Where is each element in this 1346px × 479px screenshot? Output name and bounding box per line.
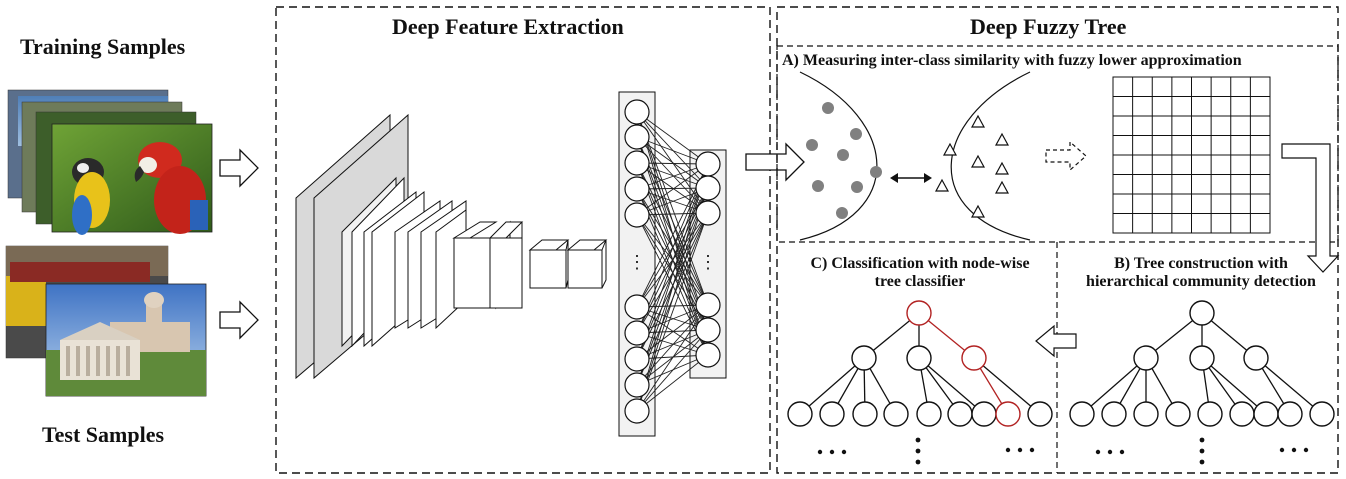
matrix-to-tree-arrow	[1281, 143, 1340, 273]
neuron	[695, 342, 721, 368]
tree-leaf-node	[852, 401, 878, 427]
classifier-tree	[787, 300, 1053, 427]
neuron	[624, 176, 650, 202]
training-samples-label: Training Samples	[20, 34, 186, 59]
tree-leaf-node	[1229, 401, 1255, 427]
tree-leaf-node	[819, 401, 845, 427]
input-arrow-training	[219, 148, 259, 188]
tree-leaf-node	[1069, 401, 1095, 427]
similarity-arrow	[890, 173, 932, 183]
tree-node	[1243, 345, 1269, 371]
tree-leaf-node	[1253, 401, 1279, 427]
feature-extraction-title: Deep Feature Extraction	[392, 14, 624, 39]
class-b-region	[934, 71, 1031, 241]
neuron	[695, 292, 721, 318]
neuron	[624, 372, 650, 398]
tree-leaf-node	[1197, 401, 1223, 427]
tree-leaf-node	[971, 401, 997, 427]
neuron	[695, 151, 721, 177]
step-c-line1: C) Classification with node-wise	[810, 255, 1030, 272]
tree-leaf-node	[1309, 401, 1335, 427]
step-b-line2: hierarchical community detection	[1086, 273, 1316, 290]
step-c-line2: tree classifier	[874, 273, 966, 290]
dashed-arrow-to-matrix	[1045, 140, 1087, 172]
neuron	[624, 124, 650, 150]
neuron	[624, 320, 650, 346]
training-images	[7, 89, 213, 235]
tree-leaf-node	[883, 401, 909, 427]
tree-node	[851, 345, 877, 371]
step-a-box	[776, 45, 1339, 243]
neuron	[624, 398, 650, 424]
tree-root-node	[906, 300, 932, 326]
tree-leaf-node	[1027, 401, 1053, 427]
step-a-label: A) Measuring inter-class similarity with…	[782, 52, 1242, 69]
test-samples-label: Test Samples	[42, 422, 165, 447]
capitol-image	[45, 283, 207, 397]
neuron	[695, 200, 721, 226]
tree-node	[961, 345, 987, 371]
neuron	[624, 202, 650, 228]
neuron	[624, 99, 650, 125]
step-c-label: C) Classification with node-wise tree cl…	[784, 255, 1056, 291]
parrot-image	[51, 123, 213, 235]
tree-leaf-node	[995, 401, 1021, 427]
similarity-matrix	[1112, 76, 1271, 234]
input-arrow-test	[219, 300, 259, 340]
neuron	[624, 150, 650, 176]
step-b-label: B) Tree construction with hierarchical c…	[1062, 255, 1340, 291]
tree-leaf-node	[787, 401, 813, 427]
svg-text:⋮: ⋮	[628, 252, 646, 272]
step-b-line1: B) Tree construction with	[1114, 255, 1288, 272]
tree-root-node	[1189, 300, 1215, 326]
class-a-region	[799, 71, 882, 241]
fuzzy-tree-title: Deep Fuzzy Tree	[970, 14, 1127, 39]
cnn-layers	[295, 113, 608, 380]
tree-node	[1133, 345, 1159, 371]
tree-to-classifier-arrow	[1035, 324, 1077, 358]
neuron	[695, 317, 721, 343]
tree-leaf-node	[1133, 401, 1159, 427]
tree-leaf-node	[1101, 401, 1127, 427]
neuron	[624, 346, 650, 372]
tree-node	[1189, 345, 1215, 371]
ellipsis-marks	[817, 437, 1309, 465]
tree-leaf-node	[916, 401, 942, 427]
svg-text:⋮: ⋮	[699, 252, 717, 272]
feature-to-fuzzy-arrow	[745, 142, 805, 182]
tree-leaf-node	[1165, 401, 1191, 427]
tree-node	[906, 345, 932, 371]
neuron	[624, 294, 650, 320]
tree-leaf-node	[1277, 401, 1303, 427]
test-images	[5, 245, 207, 397]
feature-extraction-box	[275, 6, 771, 474]
community-tree	[1069, 300, 1335, 427]
neuron	[695, 175, 721, 201]
fc-network: ⋮ ⋮	[618, 91, 727, 437]
tree-leaf-node	[947, 401, 973, 427]
